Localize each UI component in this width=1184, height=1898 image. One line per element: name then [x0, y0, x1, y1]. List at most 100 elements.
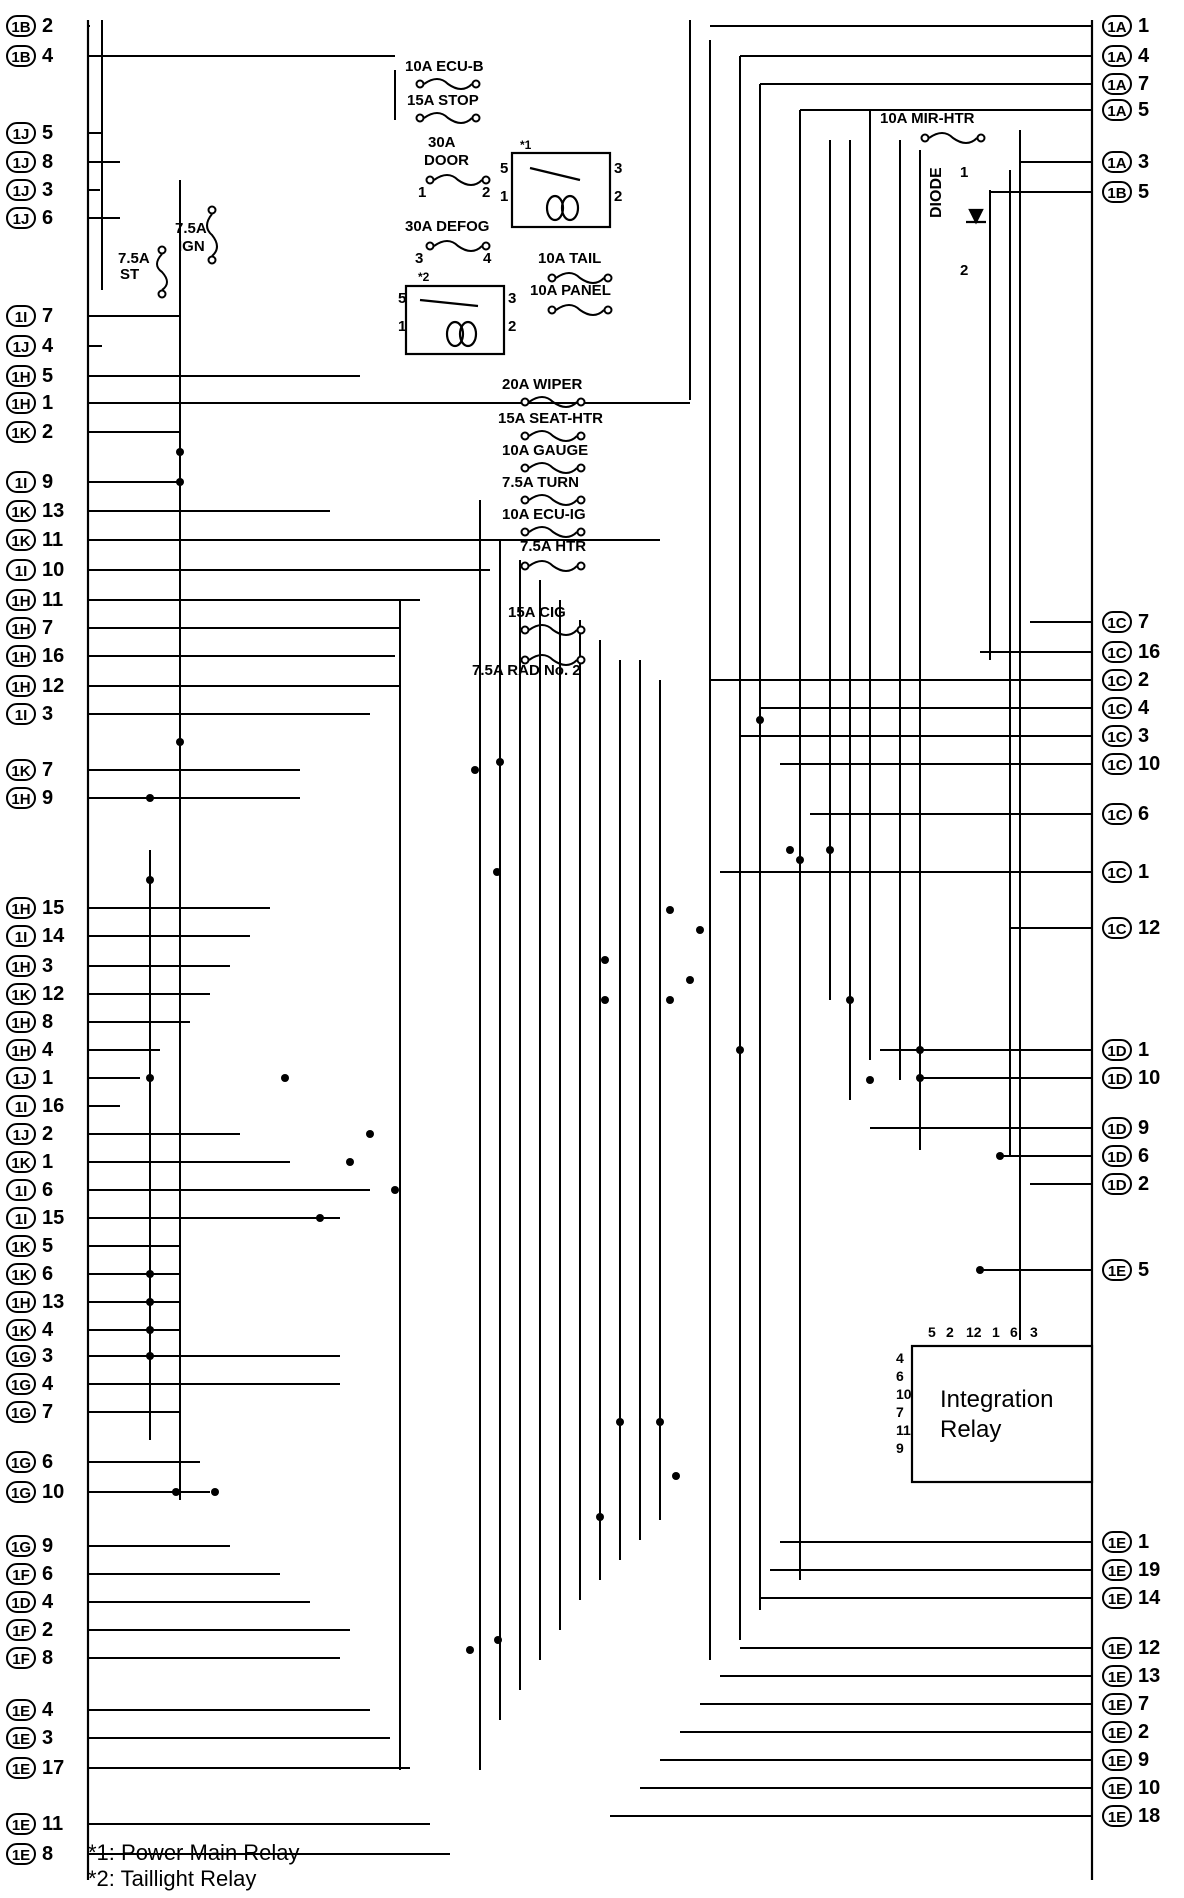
junction-dot	[601, 996, 609, 1004]
junction-dot	[496, 758, 504, 766]
fuse-wiper	[520, 396, 586, 408]
tl-relay-pin-3: 3	[508, 290, 517, 307]
integration-relay-left-pin: 11	[896, 1422, 911, 1438]
fuse-ecu-ig	[520, 526, 586, 538]
fuse-ecu-b	[415, 78, 481, 90]
connector-pin: 5	[42, 1234, 54, 1257]
connector-pin: 4	[42, 1590, 54, 1613]
connector-pin: 16	[1138, 640, 1161, 663]
connector-badge: 1F	[6, 1647, 36, 1669]
fuse-label-stop: 15A STOP	[407, 92, 479, 109]
connector-badge: 1K	[6, 983, 36, 1005]
connector-pin: 8	[42, 1842, 54, 1865]
fuse-rad-no2	[520, 654, 586, 666]
connector-badge: 1G	[6, 1481, 37, 1503]
junction-dot	[656, 1418, 664, 1426]
connector-badge: 1B	[6, 45, 36, 67]
connector-badge: 1E	[1102, 1559, 1132, 1581]
pm-relay-pin-3: 3	[614, 160, 623, 177]
connector-badge: 1E	[6, 1843, 36, 1865]
connector-badge: 1G	[6, 1345, 37, 1367]
connector-pin: 2	[1138, 1172, 1150, 1195]
connector-badge: 1H	[6, 787, 36, 809]
junction-dot	[976, 1266, 984, 1274]
connector-pin: 1	[1138, 860, 1150, 883]
integration-relay-top-pin: 1	[992, 1324, 1000, 1340]
connector-pin: 4	[42, 1318, 54, 1341]
connector-pin: 16	[42, 1094, 65, 1117]
connector-pin: 11	[42, 528, 64, 551]
connector-badge: 1K	[6, 1235, 36, 1257]
left-connector-1k-5: 1K 5	[6, 1232, 53, 1260]
connector-pin: 3	[42, 1344, 54, 1367]
junction-dot	[176, 448, 184, 456]
fuse-label-gauge: 10A GAUGE	[502, 442, 589, 459]
fuse-panel	[547, 304, 613, 316]
left-connector-1e-8: 1E 8	[6, 1840, 53, 1868]
junction-dot	[493, 868, 501, 876]
junction-dot	[786, 846, 794, 854]
connector-pin: 1	[42, 391, 54, 414]
connector-badge: 1F	[6, 1619, 36, 1641]
connector-badge: 1H	[6, 365, 36, 387]
connector-pin: 3	[42, 1726, 54, 1749]
connector-badge: 1C	[1102, 697, 1132, 719]
connector-badge: 1C	[1102, 753, 1132, 775]
connector-pin: 6	[1138, 1144, 1150, 1167]
connector-pin: 8	[42, 1010, 54, 1033]
fuse-label-rad-no2: 7.5A RAD No. 2	[472, 662, 581, 679]
junction-dot	[316, 1214, 324, 1222]
connector-badge: 1I	[6, 703, 36, 725]
connector-badge: 1K	[6, 529, 36, 551]
connector-badge: 1D	[1102, 1173, 1132, 1195]
tl-relay-pin-1: 1	[398, 318, 407, 335]
diode-label: DIODE	[928, 167, 945, 218]
integration-relay-left-pin: 7	[896, 1404, 904, 1420]
connector-badge: 1B	[1102, 181, 1132, 203]
junction-dot	[916, 1074, 924, 1082]
integration-relay-left-pin: 4	[896, 1350, 904, 1366]
connector-pin: 7	[42, 758, 54, 781]
connector-badge: 1E	[1102, 1531, 1132, 1553]
junction-dot	[346, 1158, 354, 1166]
connector-badge: 1B	[6, 15, 36, 37]
fuse-st	[156, 245, 168, 299]
connector-badge: 1E	[1102, 1777, 1132, 1799]
door-fuse-pin-1: 1	[418, 184, 427, 201]
junction-dot	[846, 996, 854, 1004]
connector-pin: 6	[42, 1262, 54, 1285]
integration-relay-label: Integration Relay	[940, 1385, 1053, 1445]
connector-badge: 1G	[6, 1401, 37, 1423]
connector-badge: 1D	[1102, 1067, 1132, 1089]
defog-pin-4: 4	[483, 250, 492, 267]
connector-pin: 9	[42, 786, 54, 809]
connector-badge: 1K	[6, 421, 36, 443]
left-connector-1k-11: 1K 11	[6, 526, 63, 554]
connector-badge: 1I	[6, 925, 36, 947]
connector-pin: 19	[1138, 1558, 1161, 1581]
junction-dot	[146, 1326, 154, 1334]
junction-dot	[176, 738, 184, 746]
connector-pin: 14	[1138, 1586, 1161, 1609]
